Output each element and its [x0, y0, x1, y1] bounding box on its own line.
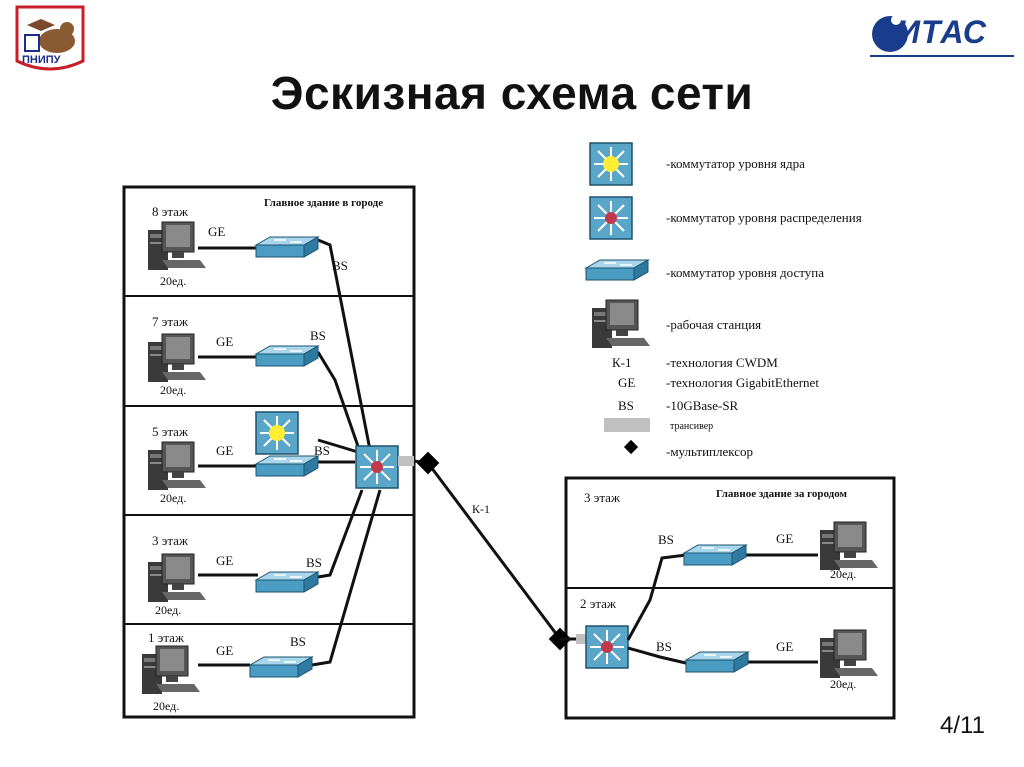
suburb-links — [626, 553, 818, 666]
workstation-3 — [147, 553, 207, 603]
floor-label: 5 этаж — [152, 424, 189, 439]
multiplexer-city — [416, 451, 440, 475]
legend-text: -коммутатор уровня доступа — [666, 265, 824, 280]
ge-label: GE — [776, 639, 793, 654]
city-uplinks — [311, 238, 382, 667]
unit-count: 20ед. — [160, 274, 186, 288]
bs-label: BS — [290, 634, 306, 649]
access-switch-5 — [255, 455, 319, 477]
unit-count: 20ед. — [160, 383, 186, 397]
access-switch-icon — [585, 259, 649, 281]
university-logo — [13, 5, 87, 77]
bs-label: BS — [310, 328, 326, 343]
page-number: 4/11 — [940, 712, 985, 739]
unit-count: 20ед. — [830, 677, 856, 691]
floor-label: 3 этаж — [584, 490, 621, 505]
bs-label: BS — [332, 258, 348, 273]
legend-text: -рабочая станция — [666, 317, 761, 332]
legend-text: -мультиплексор — [666, 444, 753, 459]
legend-abbr: К-1 — [612, 355, 632, 370]
distribution-switch-suburb — [585, 625, 629, 669]
distribution-switch-city — [355, 445, 399, 489]
legend-text: -технология CWDM — [666, 355, 778, 370]
ge-label: GE — [216, 334, 233, 349]
floor-label: 1 этаж — [148, 630, 185, 645]
bs-label: BS — [656, 639, 672, 654]
workstation-icon — [591, 299, 651, 349]
access-switch-3 — [255, 571, 319, 593]
transceiver-city — [398, 456, 414, 466]
workstation-7 — [147, 333, 207, 383]
building-suburb-frame — [564, 476, 896, 720]
building-suburb-title: Главное здание за городом — [716, 488, 847, 500]
workstation-suburb-3 — [819, 521, 879, 571]
legend-abbr: BS — [618, 398, 634, 413]
workstation-1 — [141, 645, 201, 695]
ge-label: GE — [216, 443, 233, 458]
bs-label: BS — [306, 555, 322, 570]
legend-abbr: GE — [618, 375, 635, 390]
access-switch-1 — [249, 656, 313, 678]
unit-count: 20ед. — [160, 491, 186, 505]
access-switch-8 — [255, 236, 319, 258]
page-title: Эскизная схема сети — [270, 67, 754, 119]
ge-label: GE — [216, 553, 233, 568]
floor-label: 3 этаж — [152, 533, 189, 548]
core-switch-icon — [589, 142, 633, 186]
floor-label: 2 этаж — [580, 596, 617, 611]
transceiver-icon — [604, 418, 650, 432]
k1-link — [426, 462, 562, 640]
itas-logo-text: ИТАС — [897, 14, 987, 50]
floor-label: 8 этаж — [152, 204, 189, 219]
bs-label: BS — [314, 443, 330, 458]
transceiver-suburb — [576, 634, 588, 644]
workstation-suburb-2 — [819, 629, 879, 679]
ge-label: GE — [208, 224, 225, 239]
access-switch-7 — [255, 345, 319, 367]
legend-text: -коммутатор уровня распределения — [666, 210, 862, 225]
workstation-8 — [147, 221, 207, 271]
university-logo-text: ПНИПУ — [22, 54, 61, 66]
multiplexer-icon — [623, 439, 639, 455]
bs-label: BS — [658, 532, 674, 547]
access-switch-suburb-3 — [683, 544, 747, 566]
access-switch-suburb-2 — [685, 651, 749, 673]
itas-logo — [868, 10, 1014, 60]
workstation-5 — [147, 441, 207, 491]
k1-link-label: К-1 — [472, 502, 490, 516]
ge-label: GE — [776, 531, 793, 546]
unit-count: 20ед. — [153, 699, 179, 713]
distribution-switch-icon — [589, 196, 633, 240]
legend-text: -10GBase-SR — [666, 398, 739, 413]
legend-text: -коммутатор уровня ядра — [666, 156, 805, 171]
floor-label: 7 этаж — [152, 314, 189, 329]
unit-count: 20ед. — [155, 603, 181, 617]
unit-count: 20ед. — [830, 567, 856, 581]
city-ge-links — [198, 246, 258, 667]
ge-label: GE — [216, 643, 233, 658]
legend-text: -технология GigabitEthernet — [666, 375, 819, 390]
building-city-frame — [122, 185, 416, 719]
core-switch — [255, 411, 299, 455]
building-city-title: Главное здание в городе — [264, 197, 383, 209]
legend-text: трансивер — [670, 421, 713, 432]
